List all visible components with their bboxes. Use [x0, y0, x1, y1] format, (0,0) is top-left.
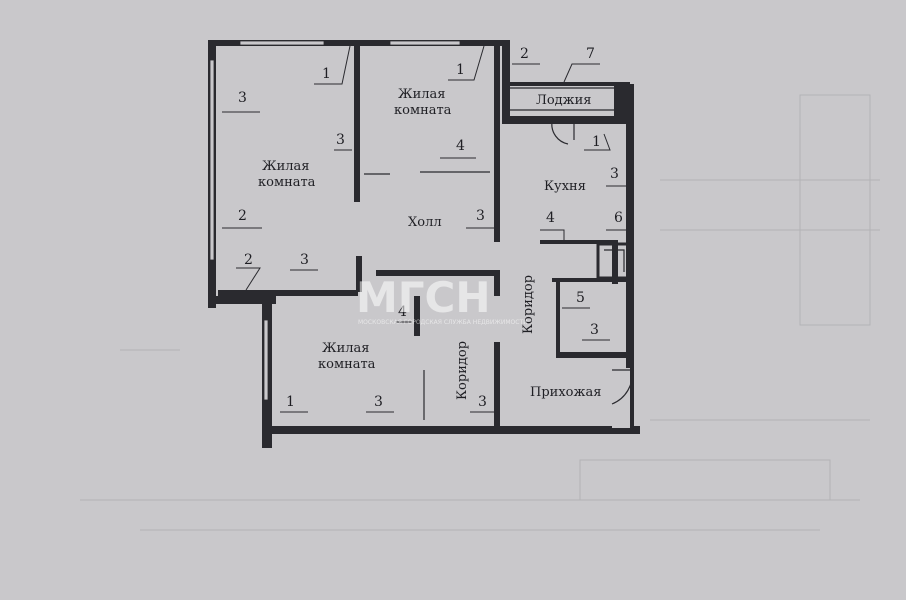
callout-number: 2 [244, 252, 253, 268]
callout-number: 2 [520, 46, 529, 62]
room-living-left-line1: Жилая [262, 159, 309, 174]
callout-number: 1 [592, 134, 601, 150]
callout-number: 3 [610, 166, 619, 182]
room-living-top-line2: комната [394, 103, 452, 118]
room-loggia: Лоджия [536, 93, 592, 108]
callout-number: 3 [478, 394, 487, 410]
room-living-top-line1: Жилая [398, 87, 445, 102]
callout-number: 3 [590, 322, 599, 338]
callout-number: 7 [586, 46, 595, 62]
callout-number: 1 [322, 66, 331, 82]
callout-numbers: 1 1 2 7 3 3 4 1 3 2 3 2 3 4 6 4 5 3 1 3 … [238, 46, 623, 410]
watermark: МГСН МОСКОВСКАЯ ГОРОДСКАЯ СЛУЖБА НЕДВИЖИ… [356, 273, 528, 326]
room-living-bottom-line2: комната [318, 357, 376, 372]
callout-number: 3 [300, 252, 309, 268]
room-labels: Жилая комната Жилая комната Жилая комнат… [258, 87, 601, 400]
room-living-bottom-line1: Жилая [322, 341, 369, 356]
watermark-logo: МГСН [356, 273, 491, 322]
callout-number: 3 [374, 394, 383, 410]
callout-number: 3 [476, 208, 485, 224]
callout-number: 5 [576, 290, 585, 306]
room-kitchen: Кухня [544, 179, 586, 194]
room-living-left-line2: комната [258, 175, 316, 190]
watermark-caption: МОСКОВСКАЯ ГОРОДСКАЯ СЛУЖБА НЕДВИЖИМОСТИ [358, 319, 528, 326]
walls [208, 40, 640, 448]
callout-number: 3 [336, 132, 345, 148]
room-corridor-left: Коридор [455, 341, 470, 400]
callout-number: 1 [456, 62, 465, 78]
paper-texture [80, 94, 880, 531]
room-hall: Холл [408, 215, 442, 230]
room-entrance: Прихожая [530, 385, 601, 400]
callout-number: 4 [456, 138, 465, 154]
callout-number: 3 [238, 90, 247, 106]
callout-number: 4 [398, 304, 407, 320]
callout-number: 2 [238, 208, 247, 224]
leaders [222, 45, 628, 413]
callout-number: 4 [546, 210, 555, 226]
room-corridor-right: Коридор [521, 275, 536, 334]
callout-number: 6 [614, 210, 623, 226]
callout-number: 1 [286, 394, 295, 410]
